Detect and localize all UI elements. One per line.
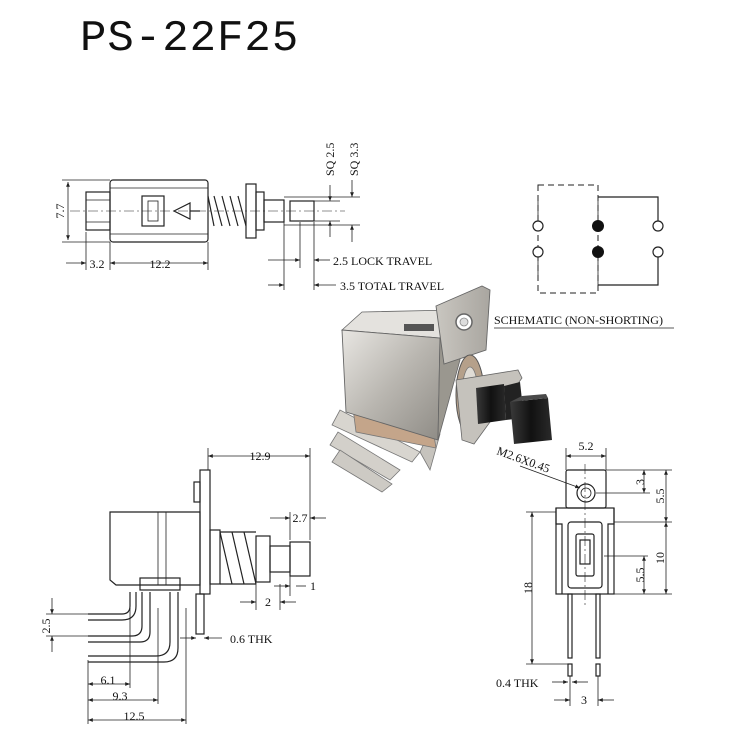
sq-small-label: SQ 2.5 [323,143,337,176]
dim-55-bottom-label: 5.5 [633,568,647,583]
side-thickness-label: 0.6 THK [230,632,273,646]
lock-travel-label: 2.5 LOCK TRAVEL [333,254,432,268]
dim-one-label: 1 [310,579,316,593]
product-photo [329,285,552,493]
schematic-label: SCHEMATIC (NON-SHORTING) [494,313,663,327]
schematic: SCHEMATIC (NON-SHORTING) [494,184,674,329]
terminal-6-open [652,246,664,258]
dim-pin-pitch-label: 3 [581,693,587,707]
front-view: 5.2 M2.6X0.45 3 5.5 10 5.5 18 [495,439,672,707]
front-thickness-label: 0.4 THK [496,676,539,690]
sq-large-label: SQ 3.3 [347,143,361,176]
dim-55-top-label: 5.5 [653,489,667,504]
dim-top-label: 12.9 [250,449,271,463]
terminal-4-open [532,246,544,258]
dim-height-label: 7.7 [53,204,67,219]
dim-body-label: 12.2 [150,257,171,271]
dim-93-label: 9.3 [113,689,128,703]
dim-61-label: 6.1 [101,673,116,687]
dim-two-label: 2 [265,595,271,609]
part-number-title: PS-22F25 [80,14,300,64]
dim-125-label: 12.5 [124,709,145,723]
terminal-2-closed [592,220,604,232]
dim-plunger-label: 2.7 [293,511,308,525]
dim-left-label: 3.2 [90,257,105,271]
side-view: 12.9 2.7 1 2 2.5 0.6 TH [39,448,326,724]
terminal-5-closed [592,246,604,258]
dim-3-front-label: 3 [633,479,647,485]
terminal-1-open [532,220,544,232]
total-travel-label: 3.5 TOTAL TRAVEL [340,279,444,293]
dim-10-label: 10 [653,552,667,564]
dim-pitch-label: 2.5 [39,619,53,634]
front-width-label: 5.2 [579,439,594,453]
top-view: 7.7 3.2 12.2 SQ 2.5 SQ 3.3 [53,143,444,293]
screw-spec-label: M2.6X0.45 [495,444,552,476]
dim-18-label: 18 [521,582,535,594]
terminal-3-open [652,220,664,232]
